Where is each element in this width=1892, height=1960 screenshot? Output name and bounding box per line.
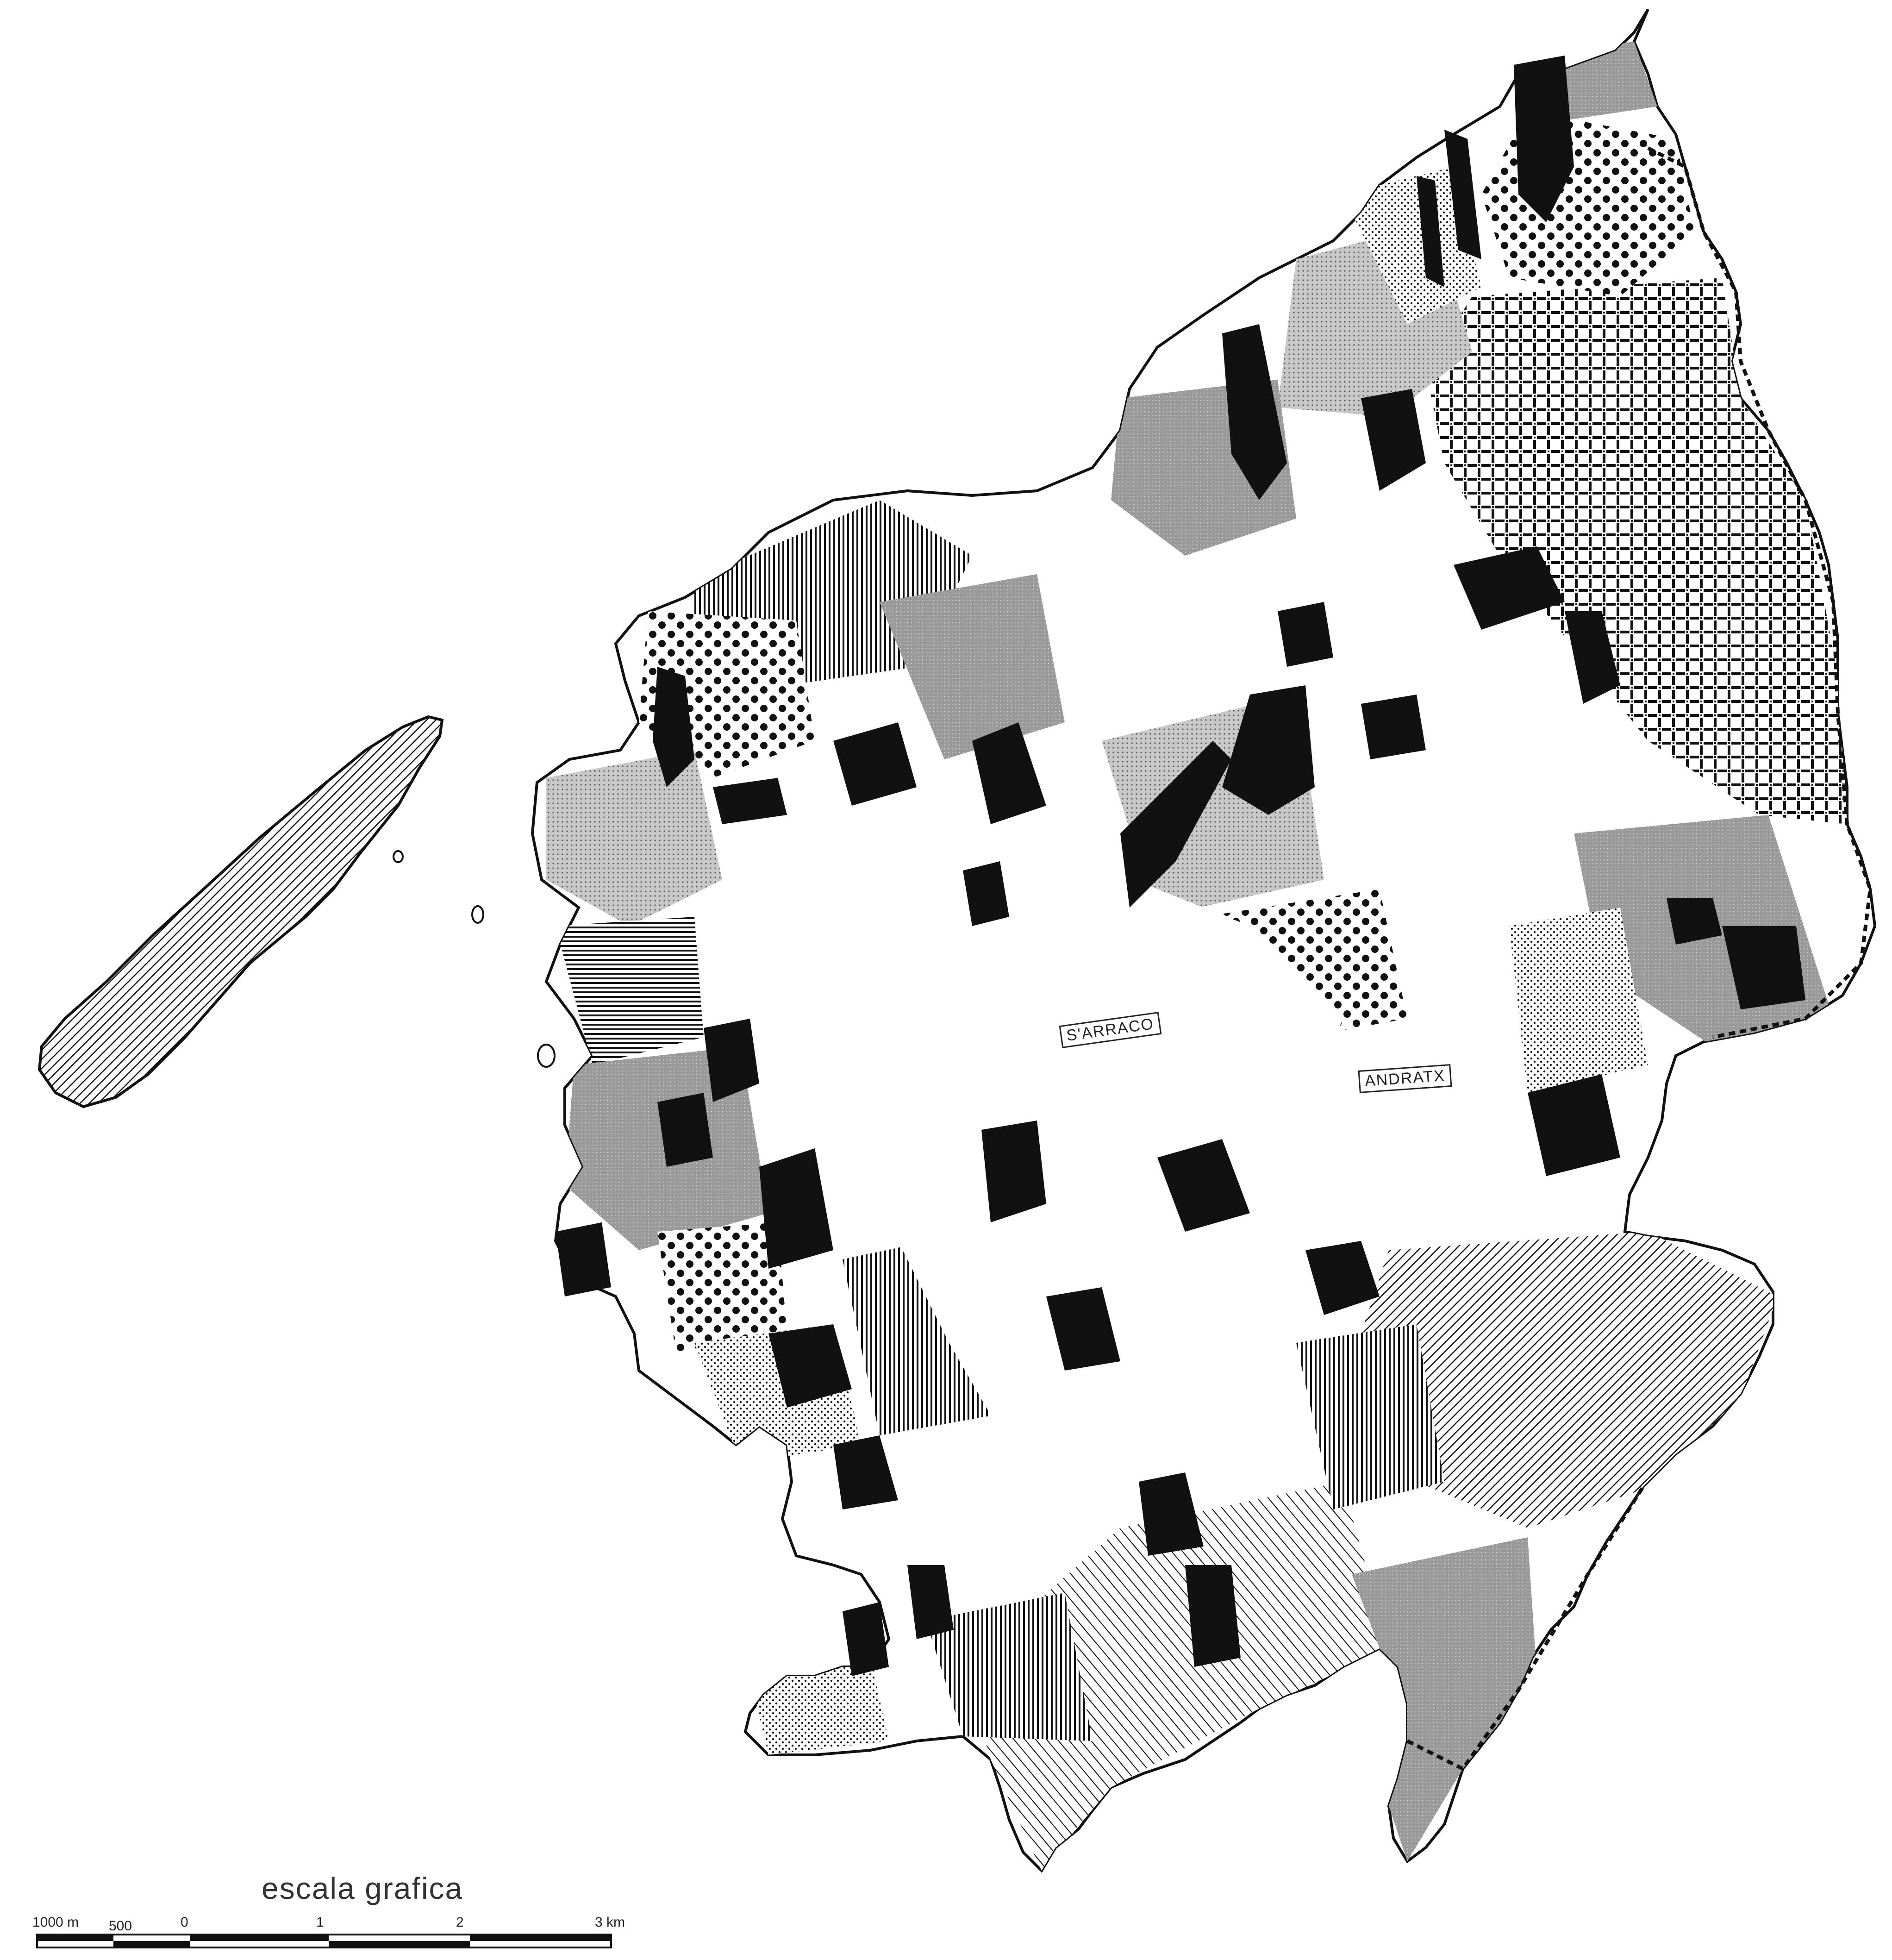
patch-lgray-sw2: [750, 1658, 889, 1755]
dashed-boundary-east: [1647, 146, 1873, 1039]
patch-vert-s: [1296, 1324, 1444, 1509]
scale-tick-3km: 3 km: [595, 1915, 625, 1930]
patch-finedot-e: [1509, 908, 1648, 1093]
patch-grid-ne: [1426, 278, 1847, 824]
patch-bigdot-sw: [657, 1222, 787, 1352]
black-parcels: [556, 56, 1805, 1676]
scale-tick-0: 0: [181, 1915, 188, 1930]
islet-2: [471, 905, 484, 924]
scale-legend: escala grafica 1000 m 500 0 1 2 3 km: [28, 1871, 630, 1959]
scale-tick-500: 500: [109, 1918, 132, 1934]
land-use-patches: [546, 42, 1847, 1871]
patch-diag-se: [1343, 1232, 1778, 1528]
patch-gray-w: [546, 750, 722, 926]
patch-gray-se2: [1352, 1537, 1537, 1861]
patch-gray-cw: [880, 574, 1065, 759]
scale-title: escala grafica: [262, 1871, 463, 1905]
dashed-boundary-south: [1406, 1485, 1645, 1772]
scale-tick-1: 1: [316, 1915, 324, 1930]
scale-tick-2: 2: [456, 1915, 464, 1930]
scale-bar-graphic: [36, 1934, 612, 1948]
patch-vert-s2: [926, 1593, 1093, 1741]
islet-3: [393, 850, 404, 863]
island-dragonera: [37, 715, 444, 1108]
scale-tick-1000m: 1000 m: [32, 1915, 79, 1930]
patch-diag-s: [963, 1482, 1389, 1871]
patch-diag-w: [556, 917, 704, 1065]
urban-core: [870, 870, 1343, 1482]
patch-finedot-n: [1343, 167, 1481, 324]
islet-1: [537, 1044, 556, 1068]
